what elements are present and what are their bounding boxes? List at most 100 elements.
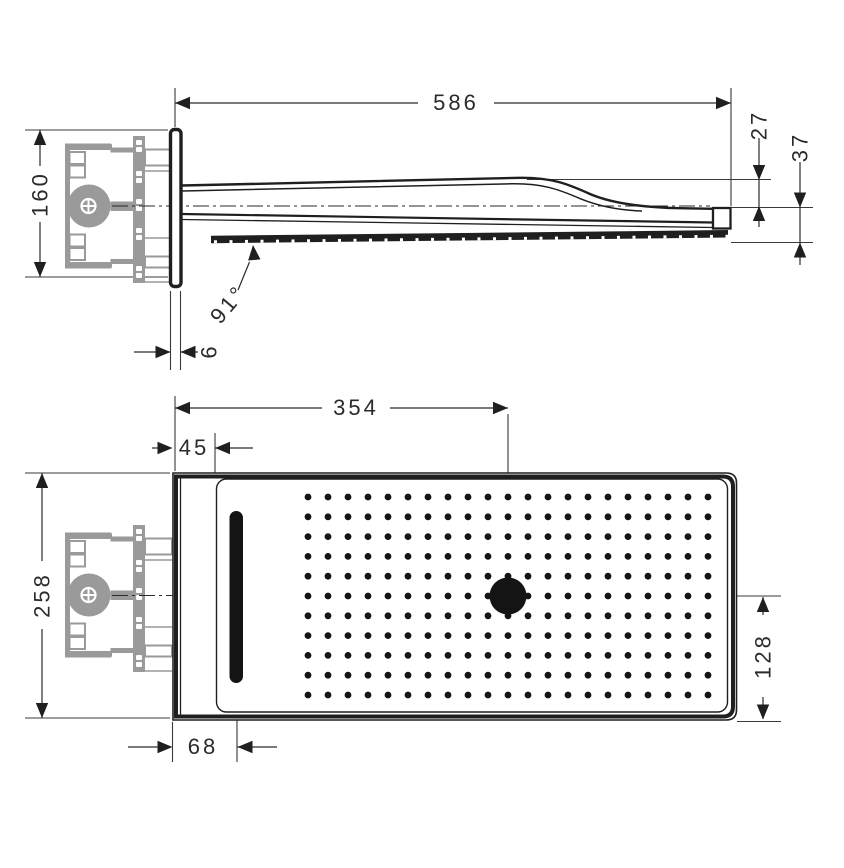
nozzle-dot — [524, 652, 532, 659]
dim-label-68: 68 — [188, 734, 218, 759]
nozzle-dot — [544, 632, 552, 639]
nozzle-dot — [604, 632, 612, 639]
profile-top-inner — [181, 183, 643, 212]
nozzle-dot — [624, 691, 632, 699]
nozzle-dot — [404, 533, 412, 540]
nozzle-dot — [344, 513, 352, 521]
nozzle-dot — [484, 493, 492, 501]
dim-label-45: 45 — [179, 435, 209, 460]
nozzle-dot — [364, 691, 372, 699]
nozzle-dot — [444, 513, 452, 521]
nozzle-dot — [464, 572, 472, 580]
dimension-front-height-37: 37 — [788, 132, 813, 265]
nozzle-dot — [564, 572, 572, 580]
nozzle-dot — [304, 612, 312, 620]
nozzle-dot — [564, 533, 572, 540]
nozzle-dot — [344, 572, 352, 580]
nozzle-dot — [324, 612, 332, 620]
nozzle-dot — [404, 493, 412, 501]
nozzle-dot — [664, 513, 672, 521]
nozzle-dot — [704, 572, 712, 580]
nozzle-dot — [624, 553, 632, 560]
nozzle-dot — [604, 612, 612, 620]
nozzle-dot — [404, 652, 412, 659]
nozzle-dot — [444, 592, 452, 600]
nozzle-dot — [664, 612, 672, 620]
nozzle-dot — [564, 553, 572, 560]
nozzle-dot — [684, 632, 692, 639]
nozzle-dot — [424, 572, 432, 580]
nozzle-dot — [304, 652, 312, 659]
nozzle-dot — [464, 652, 472, 659]
nozzle-dot — [444, 553, 452, 560]
plan-view: 354 45 258 128 — [25, 395, 781, 762]
nozzle-dot — [584, 592, 592, 600]
nozzle-dot — [584, 513, 592, 521]
nozzle-dot — [484, 671, 492, 679]
nozzle-dot — [524, 632, 532, 639]
nozzle-dot — [304, 691, 312, 699]
side-extension-lines — [25, 88, 813, 370]
nozzle-dot — [304, 572, 312, 580]
nozzle-dot — [504, 652, 512, 659]
nozzle-dot — [364, 572, 372, 580]
nozzle-dot — [644, 632, 652, 639]
nozzle-dot — [584, 691, 592, 699]
nozzle-dot — [604, 592, 612, 600]
nozzle-dot — [584, 572, 592, 580]
nozzle-dot — [504, 493, 512, 501]
dimension-center-128: 128 — [751, 597, 776, 720]
nozzle-dot — [464, 612, 472, 620]
nozzle-dot — [624, 671, 632, 679]
nozzle-dot — [324, 513, 332, 521]
nozzle-dot — [384, 671, 392, 679]
nozzle-dot — [644, 553, 652, 560]
nozzle-dot — [684, 553, 692, 560]
nozzle-dot — [444, 533, 452, 540]
profile-bottom-inner — [181, 218, 714, 229]
dim-label-354: 354 — [333, 395, 379, 420]
nozzle-dot — [484, 572, 492, 580]
dim-label-160: 160 — [28, 171, 53, 217]
nozzle-dot — [704, 533, 712, 540]
nozzle-dot — [424, 553, 432, 560]
nozzle-dot — [644, 513, 652, 521]
dim-label-586: 586 — [433, 90, 479, 115]
nozzle-dot — [604, 513, 612, 521]
profile-bottom-outer — [181, 212, 714, 224]
nozzle-dot — [624, 652, 632, 659]
nozzle-dot — [484, 632, 492, 639]
nozzle-dot — [544, 513, 552, 521]
nozzle-dot — [344, 592, 352, 600]
nozzle-dot — [564, 612, 572, 620]
nozzle-dot — [384, 513, 392, 521]
annotation-spray-angle: 91° — [205, 244, 261, 328]
dim-label-27: 27 — [747, 110, 772, 140]
nozzle-dot — [564, 493, 572, 501]
nozzle-dot — [464, 671, 472, 679]
nozzle-dot — [524, 691, 532, 699]
nozzle-dot — [364, 513, 372, 521]
dimension-length-586: 586 — [175, 90, 731, 115]
plate-outline-thick — [174, 474, 735, 719]
nozzle-dot — [384, 553, 392, 560]
nozzle-dot — [644, 572, 652, 580]
nozzle-dot — [484, 533, 492, 540]
nozzle-dot — [304, 493, 312, 501]
dimension-lip-drop-27: 27 — [747, 110, 772, 227]
nozzle-dot — [424, 612, 432, 620]
nozzle-dot — [704, 493, 712, 501]
dimension-width-258: 258 — [30, 473, 55, 718]
nozzle-dot — [524, 553, 532, 560]
nozzle-dot — [544, 612, 552, 620]
wall-plate-side — [168, 127, 183, 289]
nozzle-dot — [364, 493, 372, 501]
nozzle-dot — [584, 612, 592, 620]
waterfall-center-nozzle — [489, 577, 527, 615]
nozzle-dot — [644, 691, 652, 699]
nozzle-dot — [564, 671, 572, 679]
nozzle-dot — [484, 612, 492, 620]
nozzle-dot — [644, 592, 652, 600]
nozzle-dot — [384, 493, 392, 501]
nozzle-dot — [484, 652, 492, 659]
